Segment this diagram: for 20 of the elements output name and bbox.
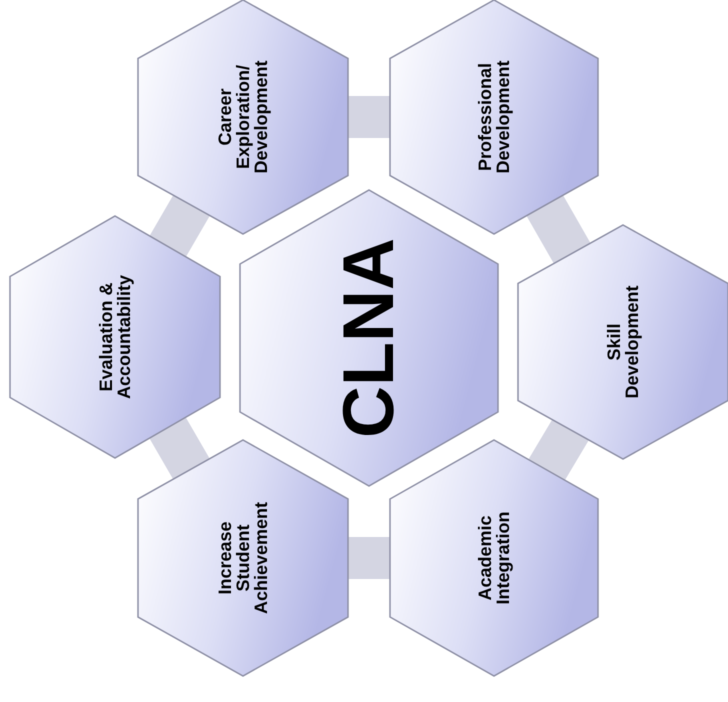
hexagon-label: Career Exploration/ Development <box>216 59 270 176</box>
hexagon <box>390 0 598 234</box>
hexagon <box>240 190 498 486</box>
hexagon <box>138 440 348 676</box>
hexagon-label: Evaluation & Accountability <box>97 274 133 400</box>
connector-band <box>528 418 589 481</box>
hexagon <box>518 225 728 459</box>
connector-band <box>149 417 210 480</box>
hexagon-label: Academic Integration <box>476 510 512 606</box>
center-title: CLNA <box>333 237 405 440</box>
connector-band <box>348 537 390 579</box>
connector-band <box>348 96 390 138</box>
connector-band <box>526 194 590 264</box>
connector-band <box>150 194 210 257</box>
hexagon-label: Skill Development <box>605 284 641 401</box>
hexagon-label: Professional Development <box>476 59 512 176</box>
hexagon <box>390 440 598 676</box>
hexagon-label: Increase Student Achievement <box>216 500 270 616</box>
hexagon <box>10 216 220 458</box>
hexagon <box>138 0 348 234</box>
